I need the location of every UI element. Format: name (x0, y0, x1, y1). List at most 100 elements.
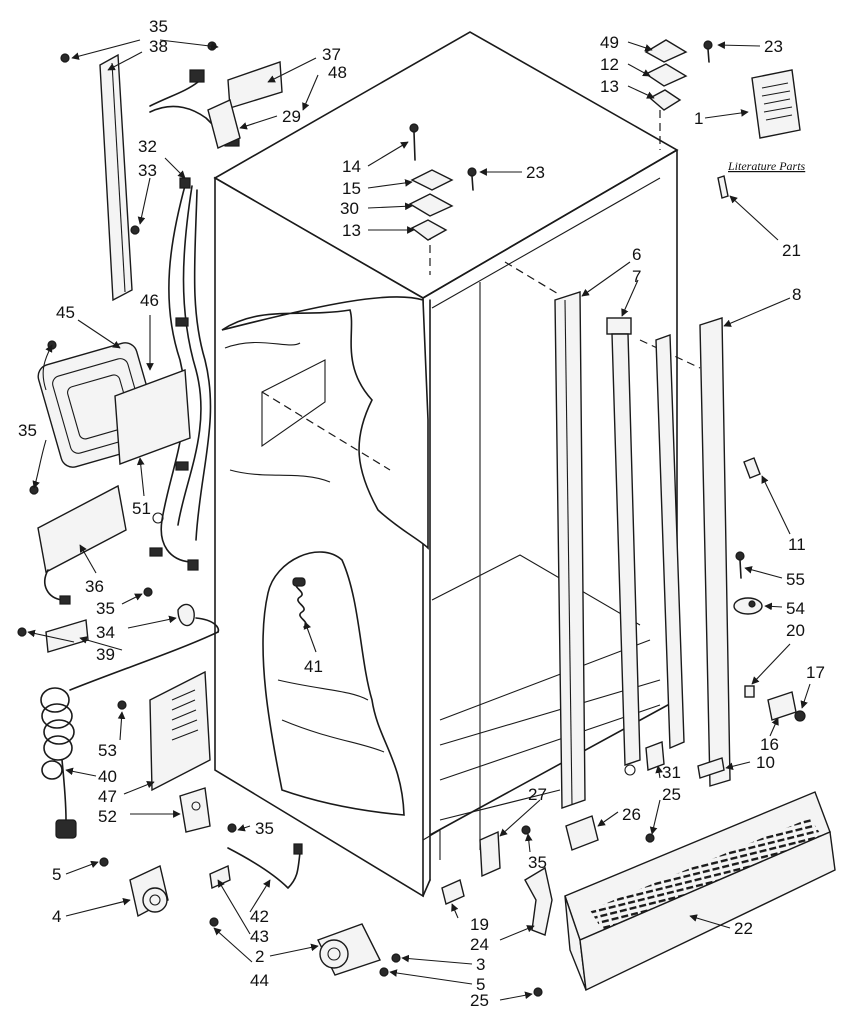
part-10 (697, 757, 725, 779)
callout-49: 49 (600, 33, 619, 52)
part-21 (717, 175, 729, 199)
callout-5-bottom: 5 (476, 975, 485, 994)
callout-53: 53 (98, 741, 117, 760)
callout-35-left: 35 (18, 421, 37, 440)
callout-55: 55 (786, 570, 805, 589)
callout-6: 6 (632, 245, 641, 264)
callout-13-mid: 13 (342, 221, 361, 240)
part-31 (645, 741, 665, 771)
callout-24: 24 (470, 935, 489, 954)
part-20 (744, 685, 755, 698)
callout-19: 19 (470, 915, 489, 934)
part-54 (733, 597, 763, 615)
screw-23b (467, 167, 477, 191)
callout-labels: 35 38 37 48 29 32 33 49 23 12 13 1 14 15… (18, 17, 825, 1010)
strip-7 (606, 317, 641, 776)
callout-35: 35 (149, 17, 168, 36)
screws (17, 41, 655, 997)
callout-52: 52 (98, 807, 117, 826)
callout-39: 39 (96, 645, 115, 664)
part-19 (441, 879, 465, 905)
callout-51: 51 (132, 499, 151, 518)
tag-39 (45, 619, 89, 653)
callout-13-top: 13 (600, 77, 619, 96)
callout-3: 3 (476, 955, 485, 974)
bracket-37 (227, 61, 283, 109)
callout-12: 12 (600, 55, 619, 74)
spring-41 (292, 577, 307, 628)
callout-45: 45 (56, 303, 75, 322)
strip-side (655, 334, 685, 750)
grille-22 (564, 791, 836, 992)
callout-37: 37 (322, 45, 341, 64)
hinge-24 (479, 830, 553, 936)
screw-55 (735, 551, 745, 579)
part-26 (565, 815, 599, 851)
roller-2 (317, 923, 381, 976)
callout-10: 10 (756, 753, 775, 772)
callout-2: 2 (255, 947, 264, 966)
callout-7: 7 (632, 267, 641, 286)
screw-14 (409, 123, 419, 161)
hinge-30 (408, 193, 454, 217)
callout-25-right: 25 (662, 785, 681, 804)
callout-11: 11 (788, 535, 806, 554)
callout-22: 22 (734, 919, 753, 938)
callout-44: 44 (250, 971, 269, 990)
callout-29: 29 (282, 107, 301, 126)
hinge-13a (648, 89, 682, 111)
callout-21: 21 (782, 241, 801, 260)
callout-34: 34 (96, 623, 115, 642)
callout-23-mid: 23 (526, 163, 545, 182)
callout-36: 36 (85, 577, 104, 596)
part-29 (207, 99, 241, 149)
leader-lines (27, 39, 811, 1001)
callout-30: 30 (340, 199, 359, 218)
callout-38: 38 (149, 37, 168, 56)
literature-1 (751, 69, 801, 139)
hinge-13b (410, 219, 448, 241)
bracket-52 (179, 787, 211, 833)
strip-38 (99, 53, 133, 302)
callout-54: 54 (786, 599, 805, 618)
callout-16: 16 (760, 735, 779, 754)
part-11 (743, 457, 761, 479)
callout-41: 41 (304, 657, 323, 676)
callout-31: 31 (662, 763, 681, 782)
box-47 (149, 670, 211, 792)
callout-15: 15 (342, 179, 361, 198)
callout-35-lower: 35 (96, 599, 115, 618)
strip-8 (699, 317, 731, 787)
callout-47: 47 (98, 787, 117, 806)
callout-32: 32 (138, 137, 157, 156)
callout-46: 46 (140, 291, 159, 310)
callout-4: 4 (52, 907, 61, 926)
panel-36 (37, 484, 127, 605)
hinge-cover-49 (644, 39, 688, 63)
hinge-cover-15 (410, 169, 454, 191)
tube-42 (227, 843, 303, 889)
clip-34 (177, 603, 220, 633)
literature-parts-caption: Literature Parts (727, 159, 806, 173)
hinge-12 (644, 63, 688, 87)
screw-23a (703, 40, 713, 63)
hinge-16 (767, 691, 797, 721)
callout-42: 42 (250, 907, 269, 926)
callout-48: 48 (328, 63, 347, 82)
power-cord-40 (40, 631, 219, 839)
callout-40: 40 (98, 767, 117, 786)
callout-1: 1 (694, 109, 703, 128)
callout-26: 26 (622, 805, 641, 824)
callout-20: 20 (786, 621, 805, 640)
callout-23-top: 23 (764, 37, 783, 56)
screw-17 (794, 710, 806, 722)
callout-14: 14 (342, 157, 361, 176)
callout-35-hinge: 35 (528, 853, 547, 872)
callout-8: 8 (792, 285, 801, 304)
callout-17: 17 (806, 663, 825, 682)
strip-6 (554, 291, 586, 809)
caster-4 (129, 865, 169, 918)
callout-5-left: 5 (52, 865, 61, 884)
callout-25-bottom: 25 (470, 991, 489, 1010)
